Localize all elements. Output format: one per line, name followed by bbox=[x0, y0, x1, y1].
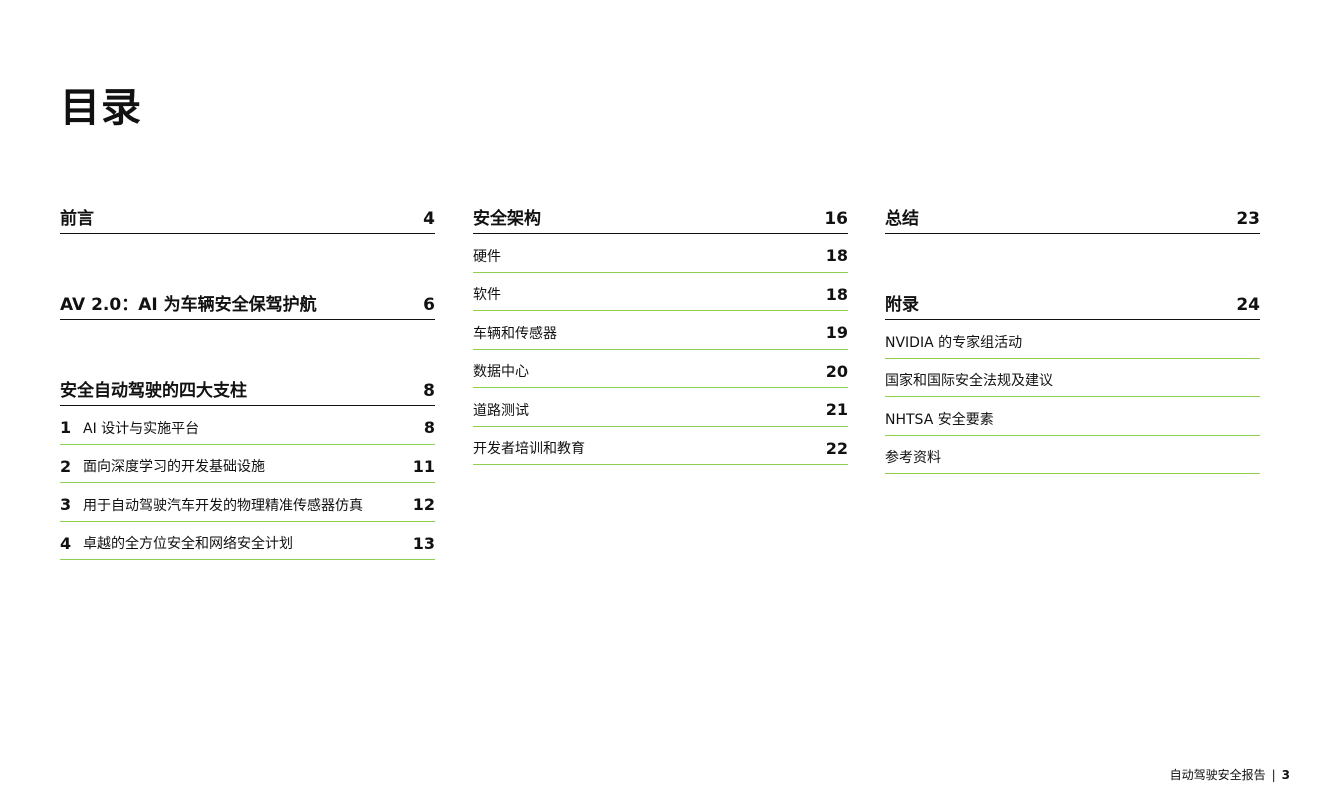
toc-item-number: 2 bbox=[60, 456, 72, 476]
toc-item-page: 19 bbox=[825, 323, 848, 343]
footer-separator: | bbox=[1271, 767, 1276, 782]
toc-item-page: 18 bbox=[825, 284, 848, 304]
toc-item-label: 用于自动驾驶汽车开发的物理精准传感器仿真 bbox=[83, 497, 363, 514]
toc-item[interactable]: 开发者培训和教育 22 bbox=[473, 427, 848, 465]
toc-section-header[interactable]: 前言 4 bbox=[60, 200, 435, 234]
toc-item-label: 车辆和传感器 bbox=[473, 325, 557, 342]
toc-section-page: 16 bbox=[824, 209, 848, 229]
toc-item-page: 20 bbox=[825, 361, 848, 381]
toc-item-page: 12 bbox=[412, 495, 435, 515]
toc-item[interactable]: 参考资料 bbox=[885, 436, 1260, 474]
toc-section-label: 前言 bbox=[60, 209, 94, 229]
toc-item[interactable]: NVIDIA 的专家组活动 bbox=[885, 320, 1260, 359]
toc-section-header[interactable]: AV 2.0：AI 为车辆安全保驾护航 6 bbox=[60, 286, 435, 320]
toc-section-header[interactable]: 安全自动驾驶的四大支柱 8 bbox=[60, 372, 435, 406]
toc-item-label: 国家和国际安全法规及建议 bbox=[885, 373, 1053, 390]
toc-item[interactable]: 硬件 18 bbox=[473, 234, 848, 273]
toc-section-label: 安全自动驾驶的四大支柱 bbox=[60, 381, 247, 401]
toc-section-page: 8 bbox=[423, 381, 435, 401]
toc-section-page: 23 bbox=[1236, 209, 1260, 229]
footer-page-number: 3 bbox=[1281, 767, 1290, 782]
toc-item-label: 软件 bbox=[473, 287, 501, 304]
toc-item-page: 8 bbox=[423, 418, 435, 438]
footer-title: 自动驾驶安全报告 bbox=[1169, 768, 1266, 782]
toc-item-label: 参考资料 bbox=[885, 450, 941, 467]
toc-section-label: AV 2.0：AI 为车辆安全保驾护航 bbox=[60, 295, 317, 315]
toc-item[interactable]: NHTSA 安全要素 bbox=[885, 397, 1260, 436]
toc-item-number: 4 bbox=[60, 533, 72, 553]
toc-item-label: 数据中心 bbox=[473, 364, 529, 381]
toc-item-number: 3 bbox=[60, 495, 72, 515]
toc-item[interactable]: 软件 18 bbox=[473, 273, 848, 311]
toc-item[interactable]: 道路测试 21 bbox=[473, 388, 848, 427]
toc-section-header[interactable]: 总结 23 bbox=[885, 200, 1260, 234]
toc-item-label: 卓越的全方位安全和网络安全计划 bbox=[83, 536, 293, 553]
toc-item[interactable]: 3 用于自动驾驶汽车开发的物理精准传感器仿真 12 bbox=[60, 483, 435, 522]
toc-section-page: 6 bbox=[423, 295, 435, 315]
spacer bbox=[60, 320, 435, 372]
toc-section-header[interactable]: 附录 24 bbox=[885, 286, 1260, 320]
toc-item-page: 18 bbox=[825, 246, 848, 266]
toc-column-3: 总结 23 附录 24 NVIDIA 的专家组活动 国家和国际安全法规及建议 N… bbox=[885, 200, 1260, 474]
toc-section-label: 总结 bbox=[885, 209, 919, 229]
toc-item-label: AI 设计与实施平台 bbox=[83, 420, 200, 437]
page-footer: 自动驾驶安全报告 | 3 bbox=[1170, 766, 1290, 783]
toc-item-page: 13 bbox=[412, 533, 435, 553]
toc-section-header[interactable]: 安全架构 16 bbox=[473, 200, 848, 234]
toc-item[interactable]: 2 面向深度学习的开发基础设施 11 bbox=[60, 445, 435, 483]
toc-item-label: 道路测试 bbox=[473, 402, 529, 419]
toc-section-label: 安全架构 bbox=[473, 209, 541, 229]
toc-item-label: NVIDIA 的专家组活动 bbox=[885, 334, 1023, 351]
toc-item-label: 硬件 bbox=[473, 248, 501, 265]
toc-item-label: NHTSA 安全要素 bbox=[885, 411, 994, 428]
toc-section-page: 4 bbox=[423, 209, 435, 229]
toc-item-page: 22 bbox=[825, 438, 848, 458]
toc-item[interactable]: 1 AI 设计与实施平台 8 bbox=[60, 406, 435, 445]
toc-item-page: 11 bbox=[412, 456, 435, 476]
toc-column-2: 安全架构 16 硬件 18 软件 18 车辆和传感器 19 数据中心 20 道路… bbox=[473, 200, 848, 465]
toc-item[interactable]: 数据中心 20 bbox=[473, 350, 848, 388]
toc-item[interactable]: 4 卓越的全方位安全和网络安全计划 13 bbox=[60, 522, 435, 560]
toc-item-label: 开发者培训和教育 bbox=[473, 441, 585, 458]
spacer bbox=[60, 234, 435, 286]
toc-item-page: 21 bbox=[825, 400, 848, 420]
toc-item-label: 面向深度学习的开发基础设施 bbox=[83, 459, 265, 476]
toc-section-label: 附录 bbox=[885, 295, 919, 315]
page-title: 目录 bbox=[60, 85, 142, 131]
toc-column-1: 前言 4 AV 2.0：AI 为车辆安全保驾护航 6 安全自动驾驶的四大支柱 8… bbox=[60, 200, 435, 560]
toc-item[interactable]: 车辆和传感器 19 bbox=[473, 311, 848, 350]
toc-item[interactable]: 国家和国际安全法规及建议 bbox=[885, 359, 1260, 397]
toc-section-page: 24 bbox=[1236, 295, 1260, 315]
toc-item-number: 1 bbox=[60, 418, 72, 438]
spacer bbox=[885, 234, 1260, 286]
